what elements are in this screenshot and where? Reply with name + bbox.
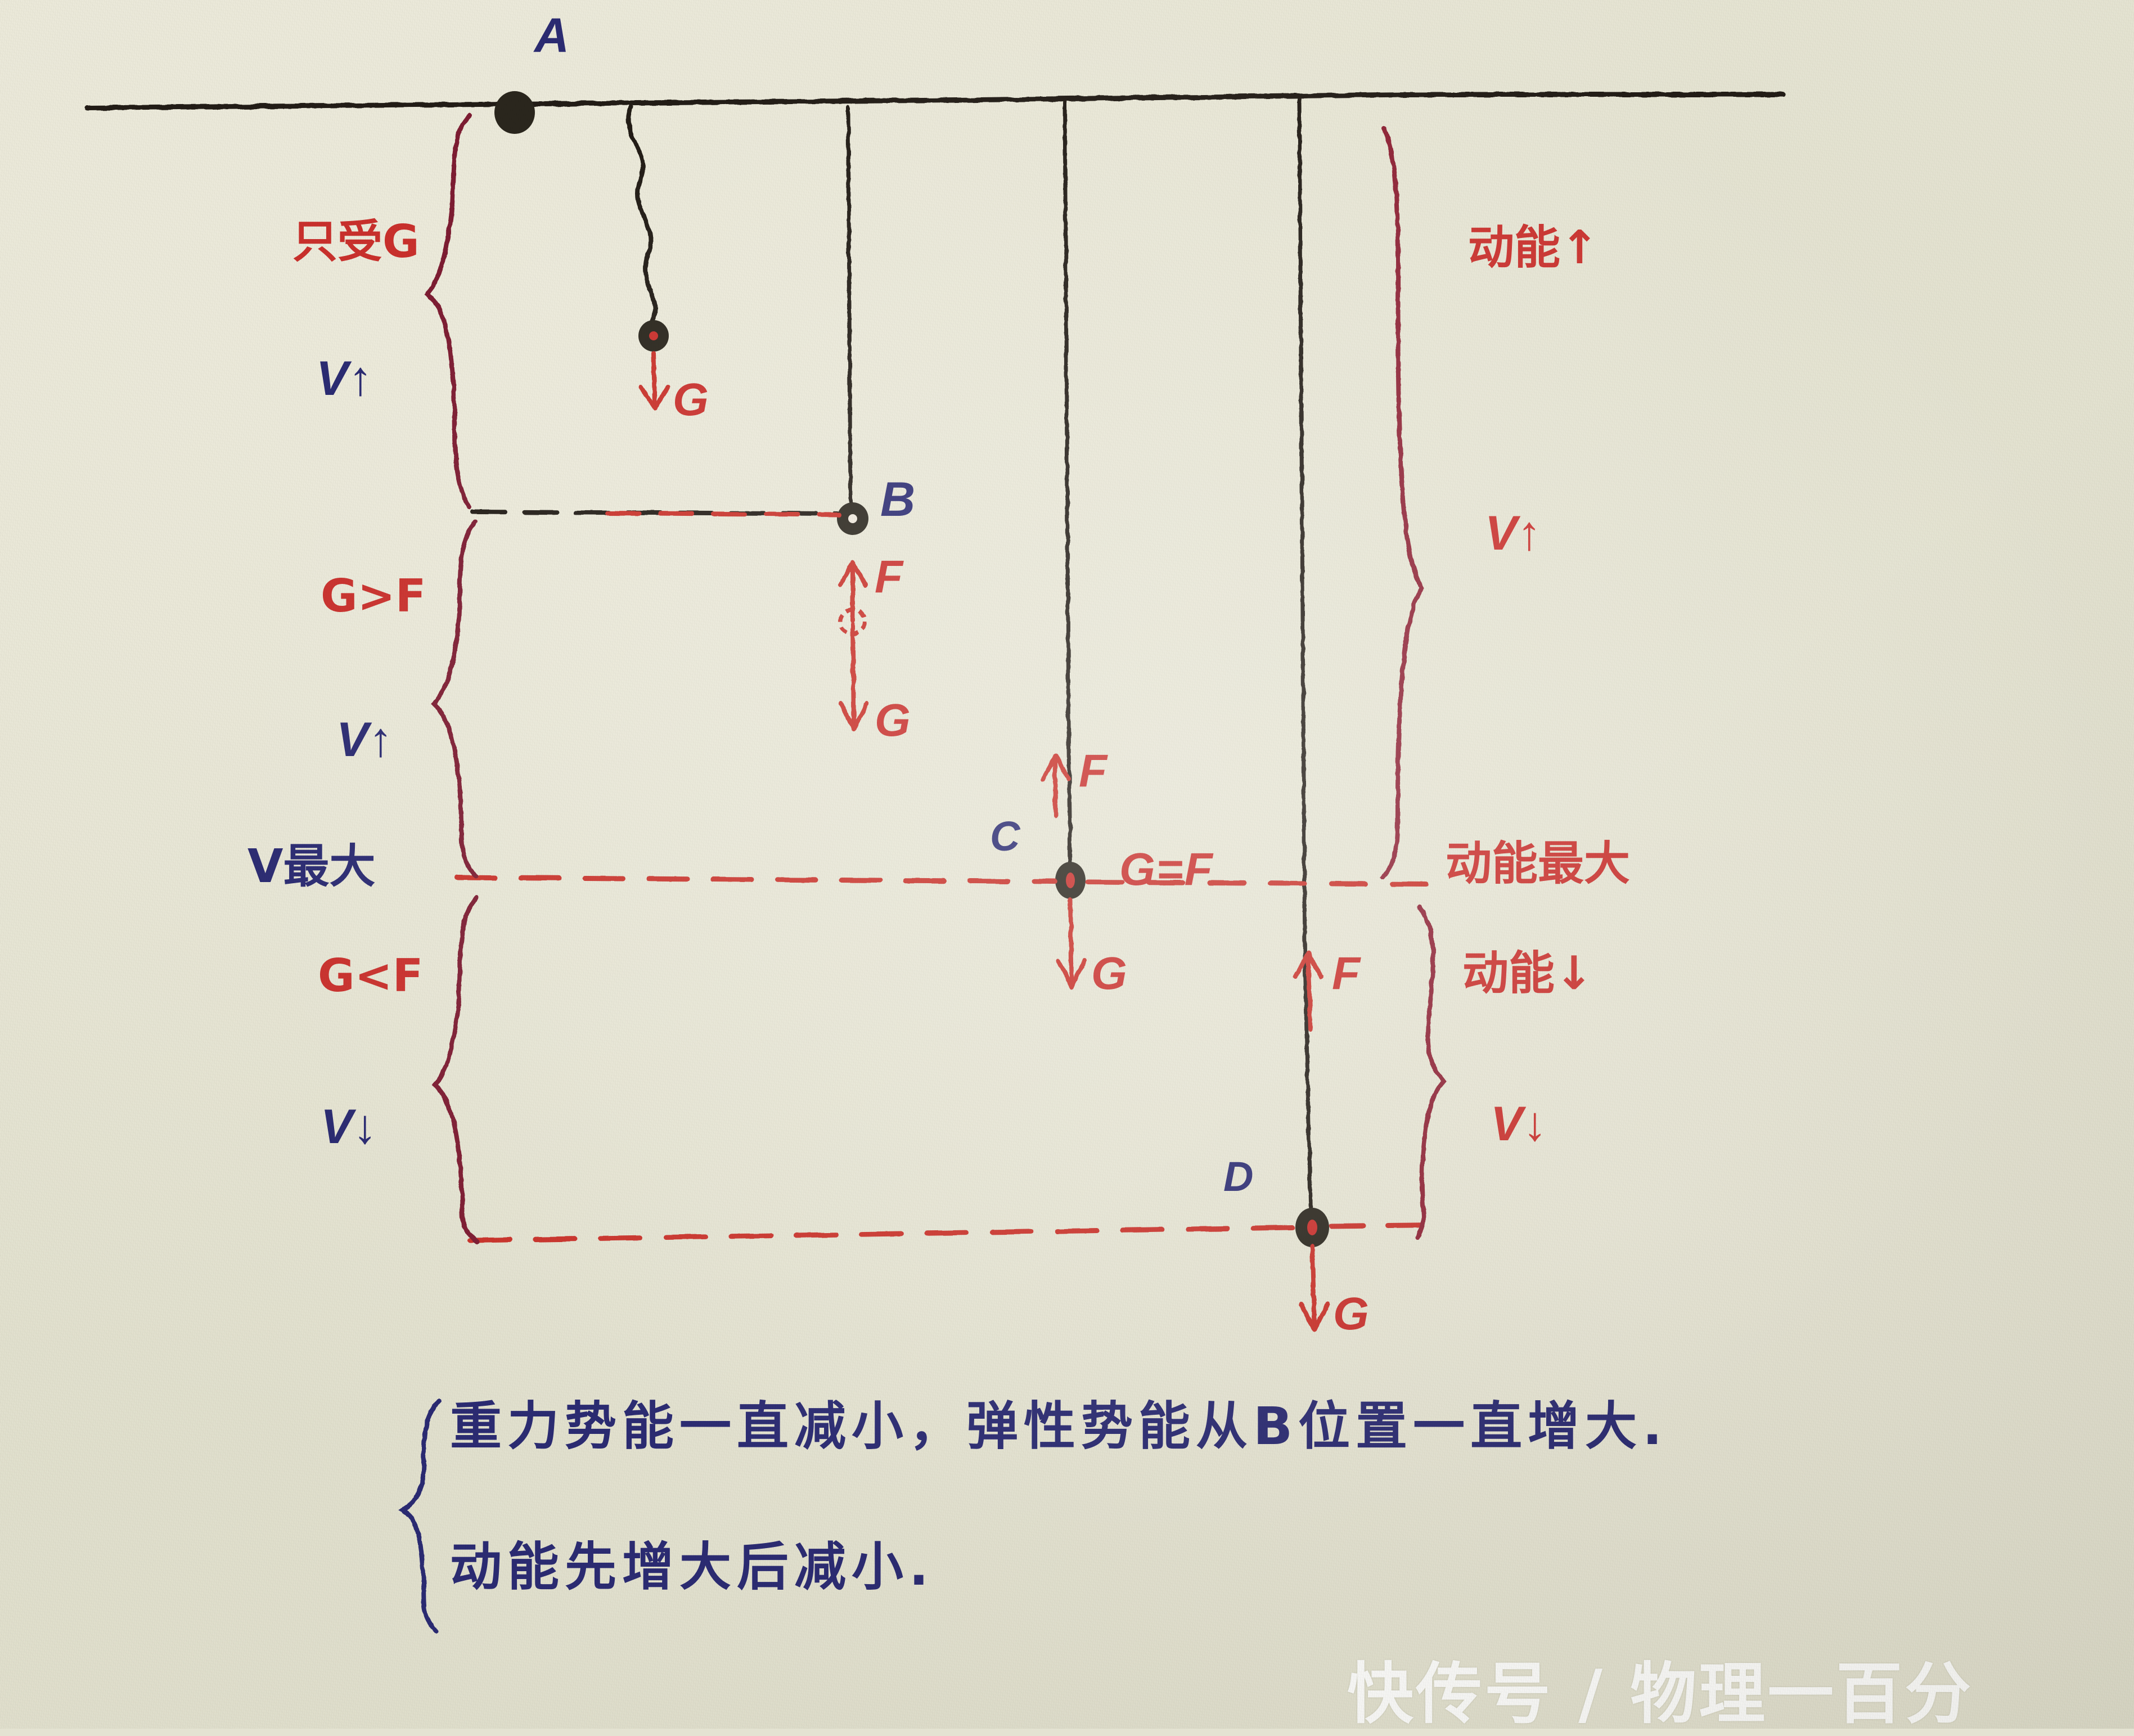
- mass-a: [494, 91, 535, 134]
- right-velocity-1: V↓: [1491, 1097, 1547, 1151]
- brace-left-g-lt-f: [432, 896, 479, 1244]
- ceiling-line: [84, 92, 1786, 111]
- brace-left-g-gt-f: [431, 520, 478, 879]
- left-max-label: V最大: [247, 840, 376, 893]
- left-condition-2: G<F: [318, 950, 424, 1002]
- force-arrows: [638, 351, 1330, 1332]
- arrow-g-b: [850, 622, 856, 726]
- brace-left-only-g: [424, 113, 472, 509]
- left-condition-0: 只受G: [292, 215, 420, 268]
- level-line-b-red: [605, 511, 841, 517]
- force-label-g-d: G: [1333, 1288, 1369, 1339]
- point-label-c: C: [990, 813, 1020, 860]
- level-lines: [454, 510, 1443, 1243]
- conclusion-line-2: 动能先增大后减小.: [450, 1537, 934, 1597]
- force-label-g-c: G: [1091, 948, 1127, 999]
- right-velocity-0: V↑: [1485, 506, 1542, 560]
- point-label-d: D: [1223, 1153, 1254, 1200]
- arrow-f-c: [1052, 757, 1058, 818]
- right-energy-1: 动能↓: [1462, 947, 1593, 1000]
- arrow-g-d: [1310, 1244, 1317, 1327]
- force-label-g-b: G: [875, 695, 911, 746]
- left-velocity-2: V↓: [321, 1100, 377, 1154]
- brace-right-ke-down: [1415, 905, 1447, 1240]
- string-d: [1297, 97, 1313, 1217]
- arrow-f-d: [1306, 954, 1313, 1032]
- left-velocity-0: V↑: [316, 352, 373, 406]
- left-condition-1: G>F: [321, 570, 426, 622]
- force-label-g-spring: G: [673, 374, 709, 425]
- brace-conclusion: [398, 1398, 441, 1634]
- arrow-g-spring: [651, 351, 657, 406]
- right-max-label: 动能最大: [1446, 837, 1631, 891]
- conclusion-line-1: 重力势能一直减小，弹性势能从B位置一直增大.: [450, 1396, 1668, 1456]
- level-line-c: [454, 875, 1057, 884]
- right-energy-0: 动能↑: [1468, 221, 1599, 275]
- point-label-a: A: [534, 8, 570, 62]
- string-c: [1063, 100, 1073, 871]
- force-label-f-c: F: [1079, 745, 1107, 797]
- mass-blobs: [494, 91, 1329, 1247]
- force-label-f-d: F: [1332, 948, 1361, 999]
- force-label-f-b: F: [875, 551, 903, 602]
- string-b: [846, 105, 854, 517]
- level-line-b: [470, 510, 840, 516]
- arrow-g-c: [1068, 898, 1074, 984]
- watermark: 快传号 / 物理一百分: [1347, 1655, 1974, 1733]
- spring-coil: [626, 105, 658, 324]
- brace-right-ke-up: [1380, 126, 1425, 880]
- point-label-b: B: [880, 473, 916, 527]
- level-line-d: [467, 1225, 1296, 1243]
- equilibrium-label: G=F: [1119, 844, 1214, 895]
- left-velocity-1: V↑: [336, 713, 393, 767]
